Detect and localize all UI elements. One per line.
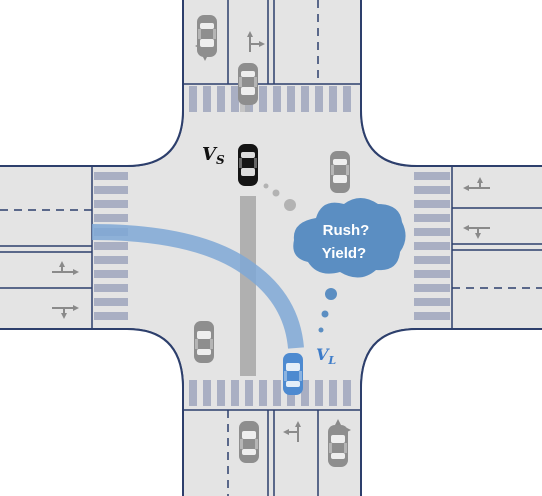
crosswalk-stripe [273,86,281,112]
thought-dots-vs [263,183,296,211]
crosswalk-stripe [414,228,450,236]
east-road-lanes [451,166,542,329]
thought-cloud [293,198,406,278]
crosswalk-stripe [217,380,225,406]
car-gray-north-1 [197,15,217,57]
thought-dots-vl [318,288,337,333]
crosswalk-stripe [189,380,197,406]
car-vs-straight [238,144,258,186]
crosswalk-stripe [94,242,128,250]
crosswalk-stripe [414,256,450,264]
crosswalk-stripe [231,86,239,112]
lane-arrow-east-upper [463,177,490,191]
crosswalk-stripe [94,172,128,180]
lane-arrow-north-right [247,31,265,52]
crosswalk-stripe [203,380,211,406]
crosswalk-stripe [94,284,128,292]
crosswalk-stripe [203,86,211,112]
north-road-lanes [183,0,361,85]
south-road-lanes [183,409,361,496]
crosswalk-stripe [343,380,351,406]
label-vl: VL [316,345,336,367]
crosswalk-stripe [94,200,128,208]
crosswalk-stripe [259,380,267,406]
crosswalk-stripe [217,86,225,112]
crosswalk-stripe [414,312,450,320]
crosswalk-stripe [414,270,450,278]
crosswalk-stripe [301,86,309,112]
crosswalk-stripe [94,270,128,278]
crosswalk-south [189,380,351,406]
crosswalk-stripe [301,380,309,406]
crosswalk-stripe [414,200,450,208]
lane-arrow-west-upper [52,261,79,275]
label-vl-sub: L [327,354,336,367]
car-gray-south-2 [328,425,348,467]
straight-path [240,196,256,376]
crosswalk-east [414,172,450,320]
lane-arrow-west-lower [52,305,79,319]
crosswalk-stripe [414,214,450,222]
car-gray-south-1 [239,421,259,463]
crosswalk-stripe [259,86,267,112]
lane-arrow-east-lower [463,225,490,239]
label-vs-sub: S [216,153,225,167]
crosswalk-stripe [414,186,450,194]
crosswalk-stripe [329,86,337,112]
crosswalk-stripe [414,172,450,180]
crosswalk-stripe [94,214,128,222]
label-vs: VS [202,144,225,167]
thought-line-1: Rush? [323,222,370,239]
crosswalk-stripe [245,380,253,406]
car-gray-intersection [330,151,350,193]
crosswalk-stripe [94,312,128,320]
crosswalk-stripe [94,186,128,194]
crosswalk-stripe [273,380,281,406]
crosswalk-stripe [343,86,351,112]
crosswalk-stripe [231,380,239,406]
crosswalk-stripe [414,242,450,250]
crosswalk-stripe [414,284,450,292]
crosswalk-stripe [329,380,337,406]
crosswalk-stripe [414,298,450,306]
car-gray-north-2 [238,63,258,105]
crosswalk-stripe [315,86,323,112]
crosswalk-stripe [94,256,128,264]
lane-arrow-south-left [283,421,301,442]
label-vs-main: V [202,144,218,165]
car-vl-left-turn [283,353,303,395]
car-gray-south-left [194,321,214,363]
crosswalk-stripe [94,298,128,306]
crosswalk-stripe [315,380,323,406]
crosswalk-stripe [287,86,295,112]
left-turn-path [91,224,304,349]
thought-line-2: Yield? [322,245,366,262]
crosswalk-stripe [189,86,197,112]
label-vl-main: V [316,345,330,364]
west-road-lanes [0,166,93,329]
